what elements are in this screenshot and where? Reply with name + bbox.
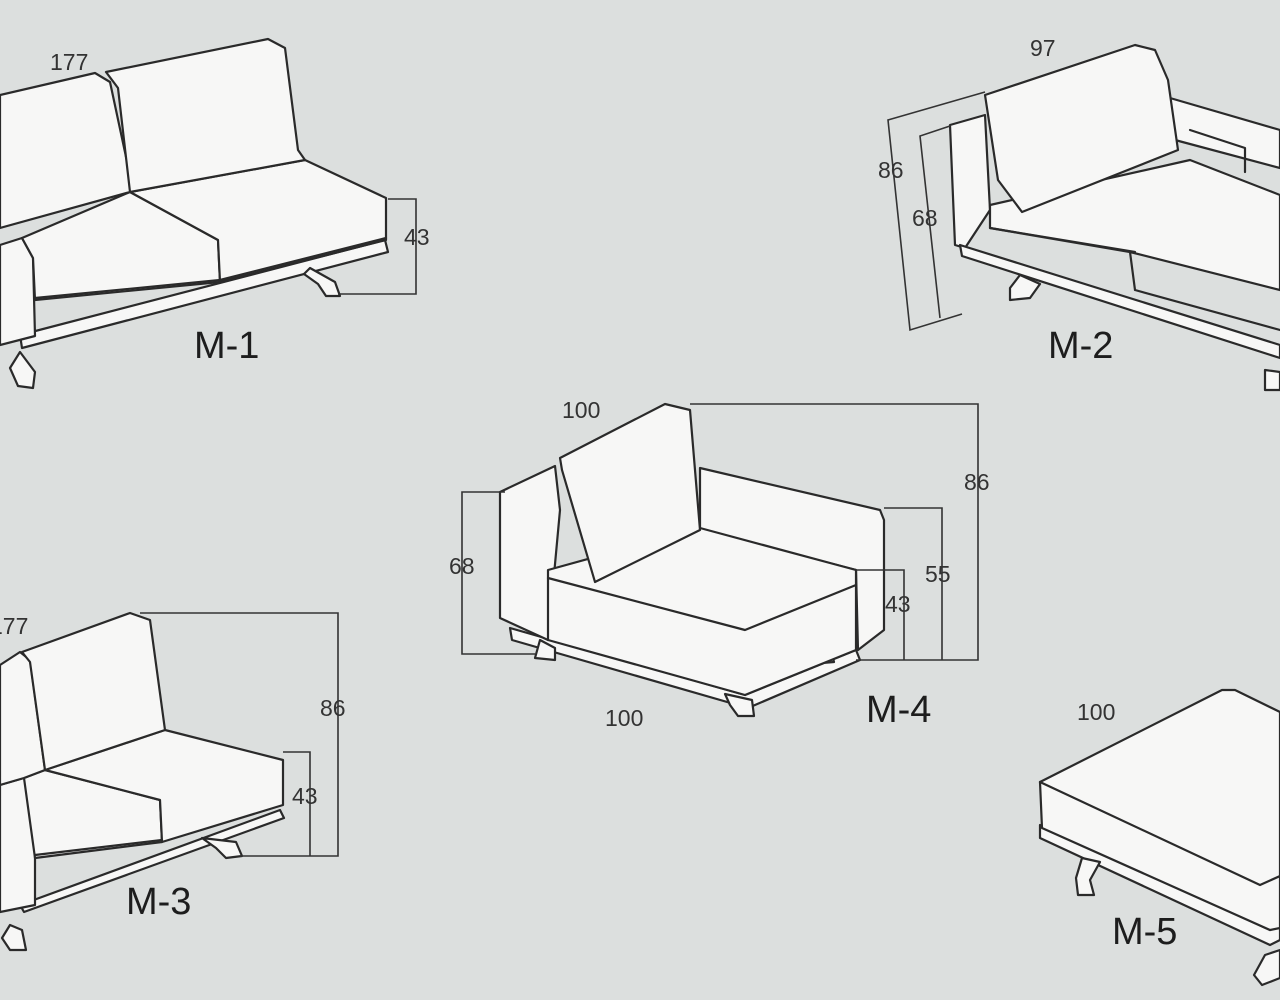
m5-leg-left (1074, 856, 1102, 897)
m1-dim-width: 177 (50, 49, 88, 75)
m5-label: M-5 (1112, 911, 1177, 953)
module-m1: 43 177 M-1 (0, 37, 430, 390)
m4-dim-arm-height: 68 (449, 553, 475, 579)
module-m4: 100 86 55 43 68 100 M-4 (449, 397, 990, 731)
m2-label: M-2 (1048, 325, 1113, 367)
m5-body (1038, 688, 1280, 932)
m3-dim-seat-height: 43 (292, 783, 318, 809)
m2-leg-right (1263, 368, 1280, 392)
module-m3: 86 43 177 M-3 (0, 611, 346, 952)
m4-dim-mid-height: 55 (925, 561, 951, 587)
m2-arm-right (1168, 96, 1280, 170)
m3-leg-right (200, 836, 244, 860)
m2-arm-left (948, 113, 992, 250)
m2-leg-left (1008, 273, 1042, 302)
m4-back (558, 402, 702, 584)
m2-dim-width: 97 (1030, 35, 1056, 61)
m4-dim-seat-height: 43 (885, 591, 911, 617)
m1-leg-left (8, 350, 37, 390)
m4-dim-height: 86 (964, 469, 990, 495)
m4-dim-mid-height-line (884, 507, 943, 660)
m2-dim-arm-height: 68 (912, 205, 938, 231)
m2-dim-arm-height-line (919, 125, 951, 319)
m4-leg-left (533, 638, 557, 662)
m3-back-right (20, 611, 167, 772)
m4-dim-width: 100 (605, 705, 643, 731)
m3-base (18, 808, 286, 914)
m3-dim-height-line (140, 612, 339, 857)
m1-back-right (104, 37, 307, 194)
module-m2: 86 68 97 M-2 (878, 35, 1280, 392)
m1-leg-right (302, 266, 342, 298)
m3-label: M-3 (126, 881, 191, 923)
m2-back (983, 43, 1180, 214)
m5-leg-right (1252, 948, 1280, 987)
module-m5: 100 M-5 (1038, 688, 1280, 987)
m4-dim-arm-height-line (461, 491, 535, 655)
m4-dim-seat-height-line (856, 569, 905, 660)
m5-dim-width: 100 (1077, 699, 1115, 725)
m4-dim-depth: 100 (562, 397, 600, 423)
m2-dim-height: 86 (878, 157, 904, 183)
m1-dim-seat-height-line (338, 198, 417, 295)
m1-dim-seat-height: 43 (404, 224, 430, 250)
m3-leg-left (0, 923, 28, 952)
m3-dim-width: 177 (0, 613, 28, 639)
m2-base (958, 243, 1280, 360)
m4-leg-front (723, 692, 756, 718)
m4-dim-height-line (690, 403, 979, 661)
m3-dim-seat-height-line (283, 751, 311, 856)
m4-label: M-4 (866, 689, 931, 731)
m1-label: M-1 (194, 325, 259, 367)
m2-dim-height-line (887, 91, 986, 332)
m3-dim-height: 86 (320, 695, 346, 721)
